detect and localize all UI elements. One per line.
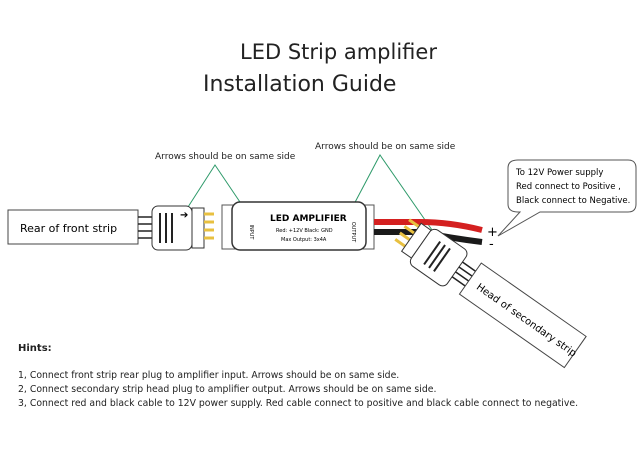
svg-text:LED AMPLIFIER: LED AMPLIFIER bbox=[270, 214, 347, 224]
hint-item: 2, Connect secondary strip head plug to … bbox=[18, 384, 437, 395]
hints-heading: Hints: bbox=[18, 343, 52, 354]
pointer-lines bbox=[187, 154, 433, 231]
svg-text:Red: +12V Black: GND: Red: +12V Black: GND bbox=[276, 228, 333, 234]
input-label: INPUT bbox=[248, 225, 254, 241]
negative-sign: - bbox=[489, 237, 494, 252]
rear-of-front-strip: Rear of front strip bbox=[7, 209, 152, 245]
svg-text:To 12V Power supply: To 12V Power supply bbox=[515, 168, 603, 178]
front-strip-plug: ➔ bbox=[151, 205, 214, 251]
svg-text:Red connect to Positive ,: Red connect to Positive , bbox=[516, 182, 621, 192]
led-amplifier: LED AMPLIFIER Red: +12V Black: GND Max O… bbox=[221, 201, 375, 251]
title-line2: Installation Guide bbox=[203, 72, 397, 97]
svg-text:Black connect to Negative.: Black connect to Negative. bbox=[516, 196, 630, 206]
positive-sign: + bbox=[487, 225, 498, 240]
arrow-note-input: Arrows should be on same side bbox=[155, 152, 296, 162]
output-label: OUTPUT bbox=[350, 222, 356, 243]
title-line1: LED Strip amplifier bbox=[240, 40, 437, 64]
hint-item: 1, Connect front strip rear plug to ampl… bbox=[18, 370, 400, 381]
arrow-note-output: Arrows should be on same side bbox=[315, 142, 456, 152]
svg-text:Max Output: 3x4A: Max Output: 3x4A bbox=[281, 237, 327, 243]
hint-item: 3, Connect red and black cable to 12V po… bbox=[18, 398, 579, 409]
arrow-icon: ➔ bbox=[180, 210, 188, 221]
power-callout: To 12V Power supply Red connect to Posit… bbox=[497, 159, 637, 237]
rear-strip-label: Rear of front strip bbox=[20, 222, 117, 235]
